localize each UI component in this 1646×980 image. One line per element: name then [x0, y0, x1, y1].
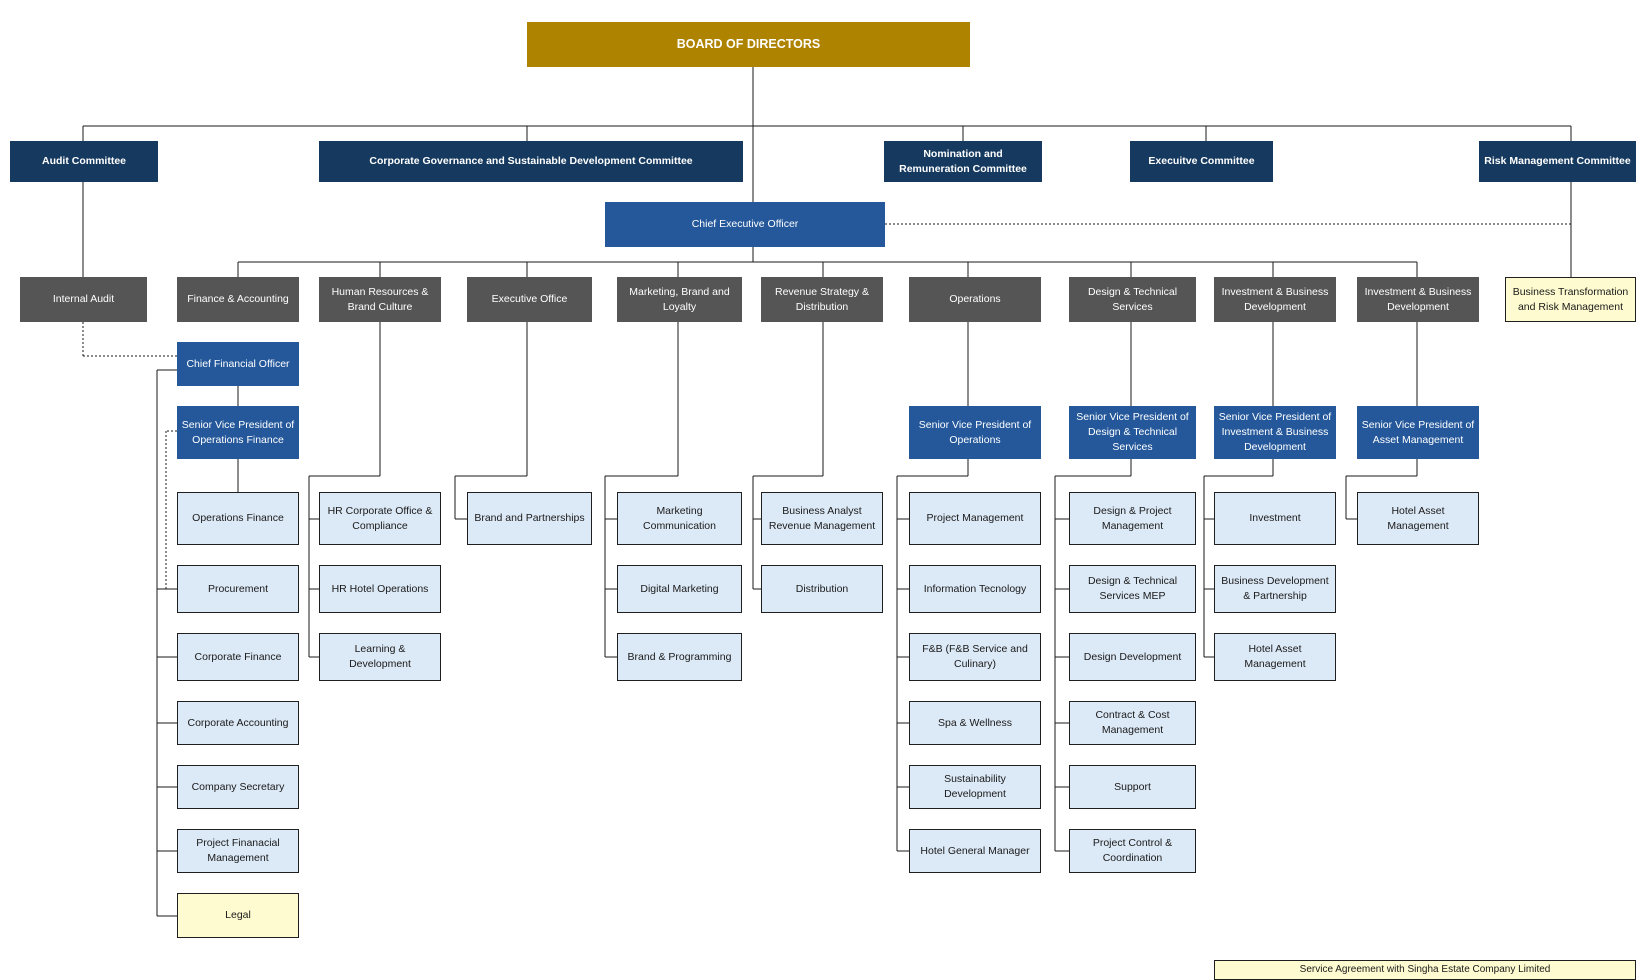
chief-financial-officer[interactable]: Chief Financial Officer [177, 342, 299, 386]
unit-hotel-general-manager[interactable]: Hotel General Manager [909, 829, 1041, 873]
dept-design-technical[interactable]: Design & Technical Services [1069, 277, 1196, 322]
unit-design-project-management[interactable]: Design & Project Management [1069, 492, 1196, 545]
unit-corporate-accounting[interactable]: Corporate Accounting [177, 701, 299, 745]
unit-business-analyst[interactable]: Business Analyst Revenue Management [761, 492, 883, 545]
unit-fnb[interactable]: F&B (F&B Service and Culinary) [909, 633, 1041, 681]
audit-committee[interactable]: Audit Committee [10, 141, 158, 182]
chief-executive-officer[interactable]: Chief Executive Officer [605, 202, 885, 247]
unit-operations-finance[interactable]: Operations Finance [177, 492, 299, 545]
service-agreement-note: Service Agreement with Singha Estate Com… [1214, 960, 1636, 980]
unit-digital-marketing[interactable]: Digital Marketing [617, 565, 742, 613]
unit-project-control[interactable]: Project Control & Coordination [1069, 829, 1196, 873]
unit-design-development[interactable]: Design Development [1069, 633, 1196, 681]
dept-investment[interactable]: Investment & Business Development [1214, 277, 1336, 322]
unit-information-technology[interactable]: Information Tecnology [909, 565, 1041, 613]
dept-finance-accounting[interactable]: Finance & Accounting [177, 277, 299, 322]
svp-investment[interactable]: Senior Vice President of Investment & Bu… [1214, 406, 1336, 459]
dept-revenue-strategy[interactable]: Revenue Strategy & Distribution [761, 277, 883, 322]
unit-business-development-partnership[interactable]: Business Development & Partnership [1214, 565, 1336, 613]
unit-project-management[interactable]: Project Management [909, 492, 1041, 545]
unit-design-technical-mep[interactable]: Design & Technical Services MEP [1069, 565, 1196, 613]
unit-corporate-finance[interactable]: Corporate Finance [177, 633, 299, 681]
unit-distribution[interactable]: Distribution [761, 565, 883, 613]
executive-committee[interactable]: Execuitve Committee [1130, 141, 1273, 182]
dept-marketing[interactable]: Marketing, Brand and Loyalty [617, 277, 742, 322]
dept-internal-audit[interactable]: Internal Audit [20, 277, 147, 322]
governance-committee[interactable]: Corporate Governance and Sustainable Dev… [319, 141, 743, 182]
dept-asset[interactable]: Investment & Business Development [1357, 277, 1479, 322]
unit-brand-partnerships[interactable]: Brand and Partnerships [467, 492, 592, 545]
dept-business-transformation-risk[interactable]: Business Transformation and Risk Managem… [1505, 277, 1636, 322]
unit-hotel-asset-management[interactable]: Hotel Asset Management [1357, 492, 1479, 545]
dept-executive-office[interactable]: Executive Office [467, 277, 592, 322]
unit-learning-development[interactable]: Learning & Development [319, 633, 441, 681]
board-of-directors[interactable]: BOARD OF DIRECTORS [527, 22, 970, 67]
unit-procurement[interactable]: Procurement [177, 565, 299, 613]
dept-human-resources[interactable]: Human Resources & Brand Culture [319, 277, 441, 322]
unit-support[interactable]: Support [1069, 765, 1196, 809]
unit-hotel-asset-management-inv[interactable]: Hotel Asset Management [1214, 633, 1336, 681]
svp-operations-finance[interactable]: Senior Vice President of Operations Fina… [177, 406, 299, 459]
unit-company-secretary[interactable]: Company Secretary [177, 765, 299, 809]
unit-spa-wellness[interactable]: Spa & Wellness [909, 701, 1041, 745]
dept-operations[interactable]: Operations [909, 277, 1041, 322]
unit-hr-hotel-operations[interactable]: HR Hotel Operations [319, 565, 441, 613]
unit-project-financial-management[interactable]: Project Finanacial Management [177, 829, 299, 873]
svp-asset-management[interactable]: Senior Vice President of Asset Managemen… [1357, 406, 1479, 459]
svp-design-technical[interactable]: Senior Vice President of Design & Techni… [1069, 406, 1196, 459]
unit-contract-cost-management[interactable]: Contract & Cost Management [1069, 701, 1196, 745]
risk-management-committee[interactable]: Risk Management Committee [1479, 141, 1636, 182]
unit-sustainability-development[interactable]: Sustainability Development [909, 765, 1041, 809]
unit-marketing-communication[interactable]: Marketing Communication [617, 492, 742, 545]
svp-operations[interactable]: Senior Vice President of Operations [909, 406, 1041, 459]
unit-hr-corporate-office[interactable]: HR Corporate Office & Compliance [319, 492, 441, 545]
unit-brand-programming[interactable]: Brand & Programming [617, 633, 742, 681]
nomination-committee[interactable]: Nomination and Remuneration Committee [884, 141, 1042, 182]
unit-investment[interactable]: Investment [1214, 492, 1336, 545]
unit-legal[interactable]: Legal [177, 893, 299, 938]
